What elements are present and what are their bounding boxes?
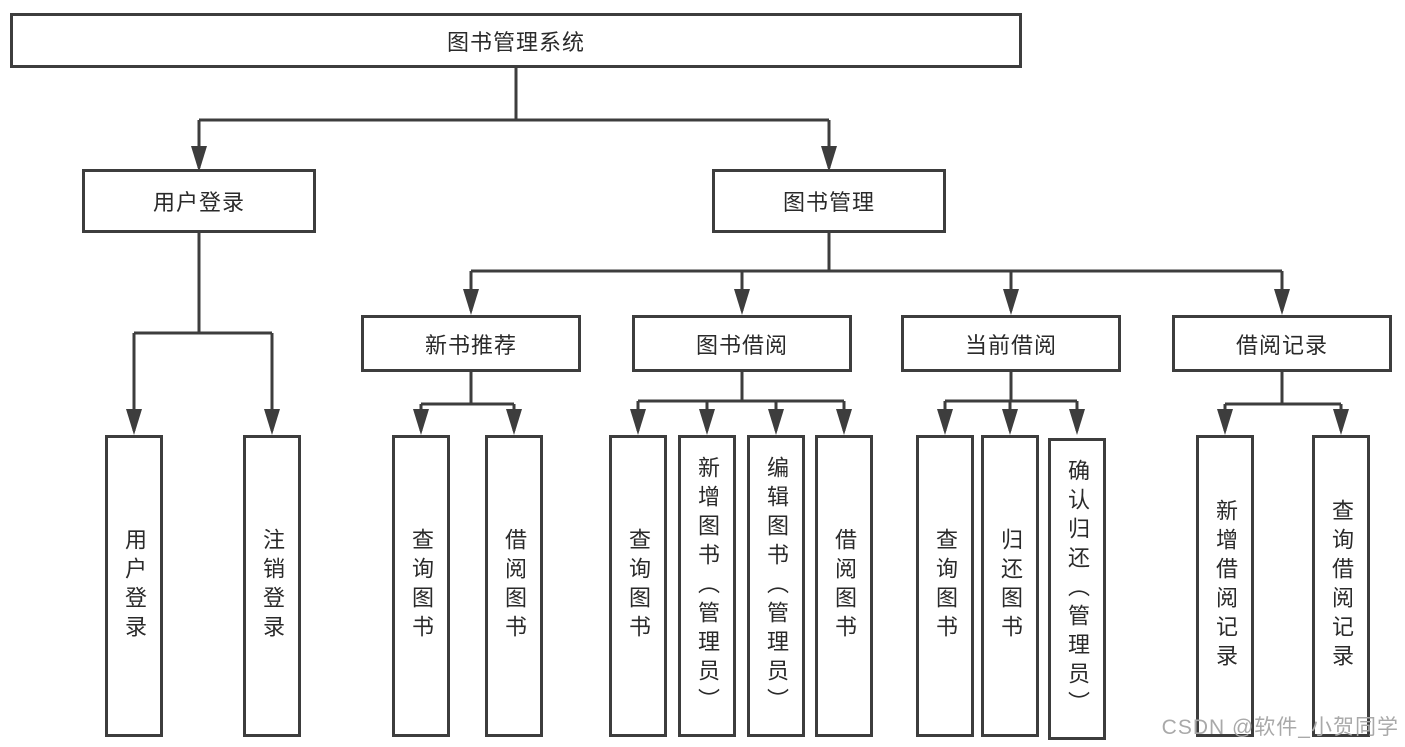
node-label: 用户登录 <box>152 190 245 215</box>
node-label: 新增图书（管理员） <box>695 455 720 717</box>
node-label: 注销登录 <box>260 528 285 644</box>
leaf-query-books-current: 查询图书 <box>916 435 974 737</box>
leaf-add-book-admin: 新增图书（管理员） <box>678 435 736 737</box>
node-label: 用户登录 <box>122 528 147 644</box>
node-label: 确认归还（管理员） <box>1065 458 1090 720</box>
node-library-management-system: 图书管理系统 <box>10 13 1022 68</box>
node-label: 查询图书 <box>933 528 958 644</box>
leaf-borrow-books: 借阅图书 <box>815 435 873 737</box>
node-label: 查询借阅记录 <box>1329 499 1354 673</box>
node-borrowing-records: 借阅记录 <box>1172 315 1392 372</box>
leaf-return-books: 归还图书 <box>981 435 1039 737</box>
node-label: 图书借阅 <box>695 332 788 358</box>
leaf-logout: 注销登录 <box>243 435 301 737</box>
node-label: 借阅图书 <box>832 528 857 644</box>
node-user-login-branch: 用户登录 <box>82 169 316 233</box>
leaf-confirm-return-admin: 确认归还（管理员） <box>1048 438 1106 740</box>
leaf-add-borrow-record: 新增借阅记录 <box>1196 435 1254 737</box>
leaf-query-books-borrow: 查询图书 <box>609 435 667 737</box>
node-new-book-recommendation: 新书推荐 <box>361 315 581 372</box>
node-book-borrowing: 图书借阅 <box>632 315 852 372</box>
node-label: 图书管理 <box>782 190 875 215</box>
node-label: 借阅图书 <box>502 528 527 644</box>
node-label: 归还图书 <box>998 528 1023 644</box>
node-label: 借阅记录 <box>1235 332 1328 358</box>
node-label: 新书推荐 <box>424 332 517 358</box>
node-current-borrowing: 当前借阅 <box>901 315 1121 372</box>
node-book-management: 图书管理 <box>712 169 946 233</box>
node-label: 查询图书 <box>626 528 651 644</box>
arrow-down-icons <box>126 146 1349 435</box>
leaf-query-books-recommend: 查询图书 <box>392 435 450 737</box>
leaf-edit-book-admin: 编辑图书（管理员） <box>747 435 805 737</box>
leaf-borrow-books-recommend: 借阅图书 <box>485 435 543 737</box>
node-label: 当前借阅 <box>964 332 1057 358</box>
leaf-user-login: 用户登录 <box>105 435 163 737</box>
csdn-watermark: CSDN @软件_小贺同学 <box>1161 716 1399 739</box>
node-label: 新增借阅记录 <box>1213 499 1238 673</box>
leaf-query-borrow-record: 查询借阅记录 <box>1312 435 1370 737</box>
node-label: 编辑图书（管理员） <box>764 455 789 717</box>
node-label: 图书管理系统 <box>446 29 585 55</box>
node-label: 查询图书 <box>409 528 434 644</box>
tree-edges <box>132 66 1343 431</box>
